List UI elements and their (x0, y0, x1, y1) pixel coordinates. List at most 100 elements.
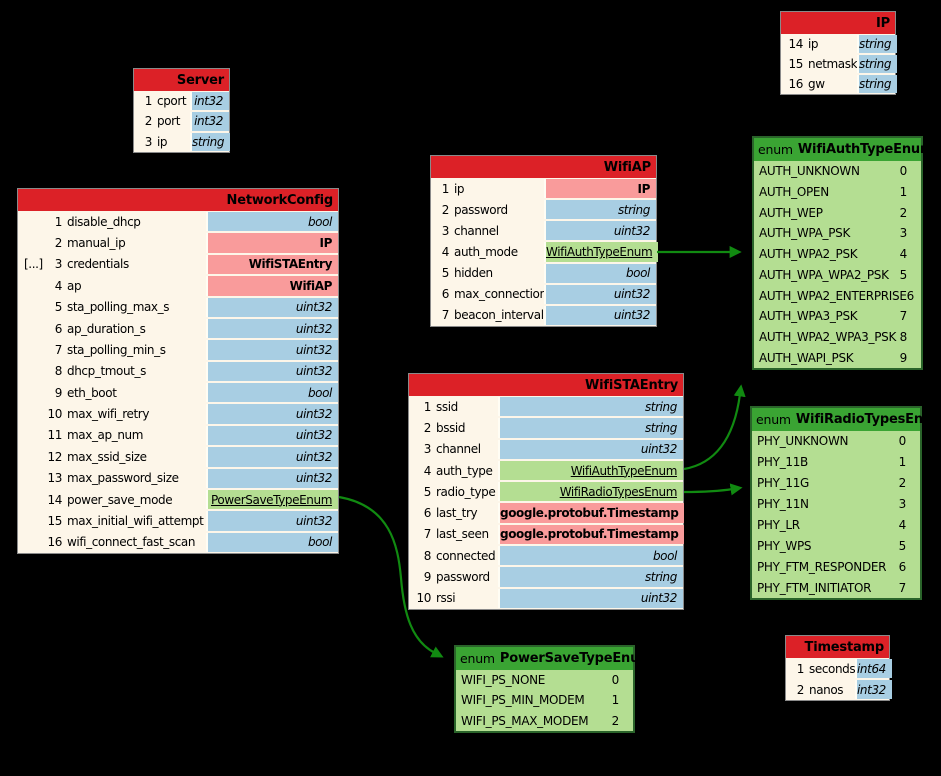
field-name: max_ap_num (67, 428, 144, 443)
field-cell: 1 seconds (786, 658, 856, 679)
field-type-cell[interactable]: WifiRadioTypesEnum (498, 482, 683, 502)
field-row: 12 max_ssid_size uint32 (18, 446, 338, 467)
enum-name: PowerSaveTypeEnum (499, 651, 653, 666)
arrow-wifistaentry-authtype-to-wifiauthtypeenum (683, 384, 746, 471)
field-number: 2 (54, 236, 63, 251)
field-number: 13 (47, 471, 63, 486)
field-row: 4 ap WifiAP (18, 275, 338, 296)
arrow-wifistaentry-radiotype-to-wifiradiotypesenum (683, 483, 743, 496)
enum-title: enum WifiRadioTypesEnum (752, 408, 941, 431)
field-number: 4 (441, 244, 450, 259)
field-row: 10 rssi uint32 (409, 588, 683, 609)
field-number: 3 (423, 442, 432, 457)
field-name: bssid (436, 420, 466, 435)
table-body: 1 cport int32 2 port int32 (134, 91, 231, 152)
enum-value-number: 0 (898, 434, 907, 449)
field-cell: 13 max_password_size (18, 468, 206, 489)
field-name: netmask (808, 57, 858, 71)
field-number: 5 (441, 266, 450, 281)
enum-value-row: AUTH_WPA2_WPA3_PSK 8 (754, 327, 921, 348)
field-number: 8 (54, 364, 63, 379)
field-number: 14 (788, 37, 804, 51)
field-cell: 1 disable_dhcp (18, 211, 206, 232)
field-row: 14 power_save_mode PowerSaveTypeEnum (18, 489, 338, 510)
field-row: 10 max_wifi_retry uint32 (18, 403, 338, 424)
field-cell: 9 password (409, 566, 498, 587)
field-number: 2 (423, 420, 432, 435)
field-name: cport (157, 94, 187, 109)
field-number: 9 (54, 385, 63, 400)
field-name: manual_ip (67, 236, 126, 251)
field-name: disable_dhcp (67, 214, 141, 229)
field-row: 6 ap_duration_s uint32 (18, 318, 338, 339)
enum-wifiauthtypeenum: enum WifiAuthTypeEnum AUTH_UNKNOWN 0 AUT… (752, 136, 933, 370)
enum-value-number: 1 (899, 185, 908, 200)
field-number: 3 (54, 257, 63, 272)
field-number: 5 (423, 484, 432, 499)
field-type-cell: google.protobuf.Timestamp (498, 524, 685, 545)
field-type-cell[interactable]: PowerSaveTypeEnum (206, 489, 338, 510)
field-number: 3 (441, 223, 450, 238)
table-networkconfig: NetworkConfig 1 disable_dhcp bool 2 (17, 188, 339, 554)
field-number: 7 (54, 342, 63, 357)
field-name: rssi (436, 591, 456, 606)
enum-value-row: AUTH_WPA3_PSK 7 (754, 306, 921, 327)
field-name: eth_boot (67, 385, 117, 400)
enum-value-name: PHY_FTM_INITIATOR (757, 580, 872, 595)
field-type-cell: uint32 (206, 318, 338, 339)
field-row: 4 auth_type WifiAuthTypeEnum (409, 460, 683, 481)
field-type-cell: int32 (190, 92, 229, 111)
table-body: 14 ip string 15 netmask string (781, 34, 898, 94)
field-type-cell: IP (206, 233, 338, 253)
field-row: 2 manual_ip IP (18, 232, 338, 253)
field-number: 11 (47, 428, 63, 443)
field-type-cell: string (544, 200, 656, 220)
enum-value-number: 5 (898, 538, 907, 553)
field-type-cell[interactable]: WifiAuthTypeEnum (498, 460, 683, 481)
table-timestamp: Timestamp 1 seconds int64 2 nano (785, 635, 892, 701)
field-row: 3 channel uint32 (431, 220, 656, 241)
field-type-cell: string (857, 55, 898, 73)
enum-value-name: WIFI_PS_MIN_MODEM (461, 693, 585, 708)
table-server: Server 1 cport int32 2 port (133, 68, 231, 153)
field-name: max_initial_wifi_attempt (67, 513, 204, 528)
field-type-cell: int32 (855, 680, 892, 699)
field-type-cell: uint32 (206, 425, 338, 446)
field-number: 1 (796, 661, 805, 676)
field-type-cell: bool (206, 532, 338, 552)
enum-value-row: AUTH_UNKNOWN 0 (754, 161, 921, 182)
enum-value-name: AUTH_WPA_PSK (759, 226, 851, 241)
enum-name: WifiRadioTypesEnum (795, 412, 941, 427)
field-type-cell: bool (498, 546, 683, 566)
field-row: 11 max_ap_num uint32 (18, 425, 338, 446)
field-type-cell: string (857, 75, 898, 93)
field-name: max_wifi_retry (67, 407, 150, 422)
enum-value-number: 1 (898, 455, 907, 470)
field-name: ssid (436, 399, 458, 414)
enum-value-row: AUTH_WPA2_PSK 4 (754, 244, 921, 265)
field-cell: 9 eth_boot (18, 382, 206, 403)
enum-value-number: 6 (906, 288, 915, 303)
field-name: max_connection (454, 287, 547, 302)
field-cell: 7 sta_polling_min_s (18, 339, 206, 360)
enum-value-row: AUTH_WAPI_PSK 9 (754, 347, 921, 368)
field-cell: 10 rssi (409, 588, 498, 609)
field-type-cell: uint32 (206, 297, 338, 317)
field-type-cell: string (498, 397, 683, 417)
field-number: 1 (144, 94, 153, 109)
enum-value-name: WIFI_PS_NONE (461, 673, 546, 688)
field-type-cell: string (498, 567, 683, 587)
field-cell: 8 dhcp_tmout_s (18, 361, 206, 382)
enum-wifiradiotypesenum: enum WifiRadioTypesEnum PHY_UNKNOWN 0 PH… (750, 406, 941, 600)
field-type-cell: uint32 (206, 511, 338, 531)
field-type-cell: int32 (190, 112, 229, 131)
enum-value-number: 2 (898, 476, 907, 491)
field-row: 7 last_seen google.protobuf.Timestamp (409, 524, 685, 545)
enum-value-row: AUTH_WEP 2 (754, 202, 921, 223)
field-cell: 4 auth_type (409, 460, 498, 481)
field-number: 2 (796, 682, 805, 697)
field-type-cell[interactable]: WifiAuthTypeEnum (544, 242, 659, 262)
field-name: password (454, 202, 508, 217)
table-body: 1 disable_dhcp bool 2 manual_ip IP (18, 211, 338, 553)
